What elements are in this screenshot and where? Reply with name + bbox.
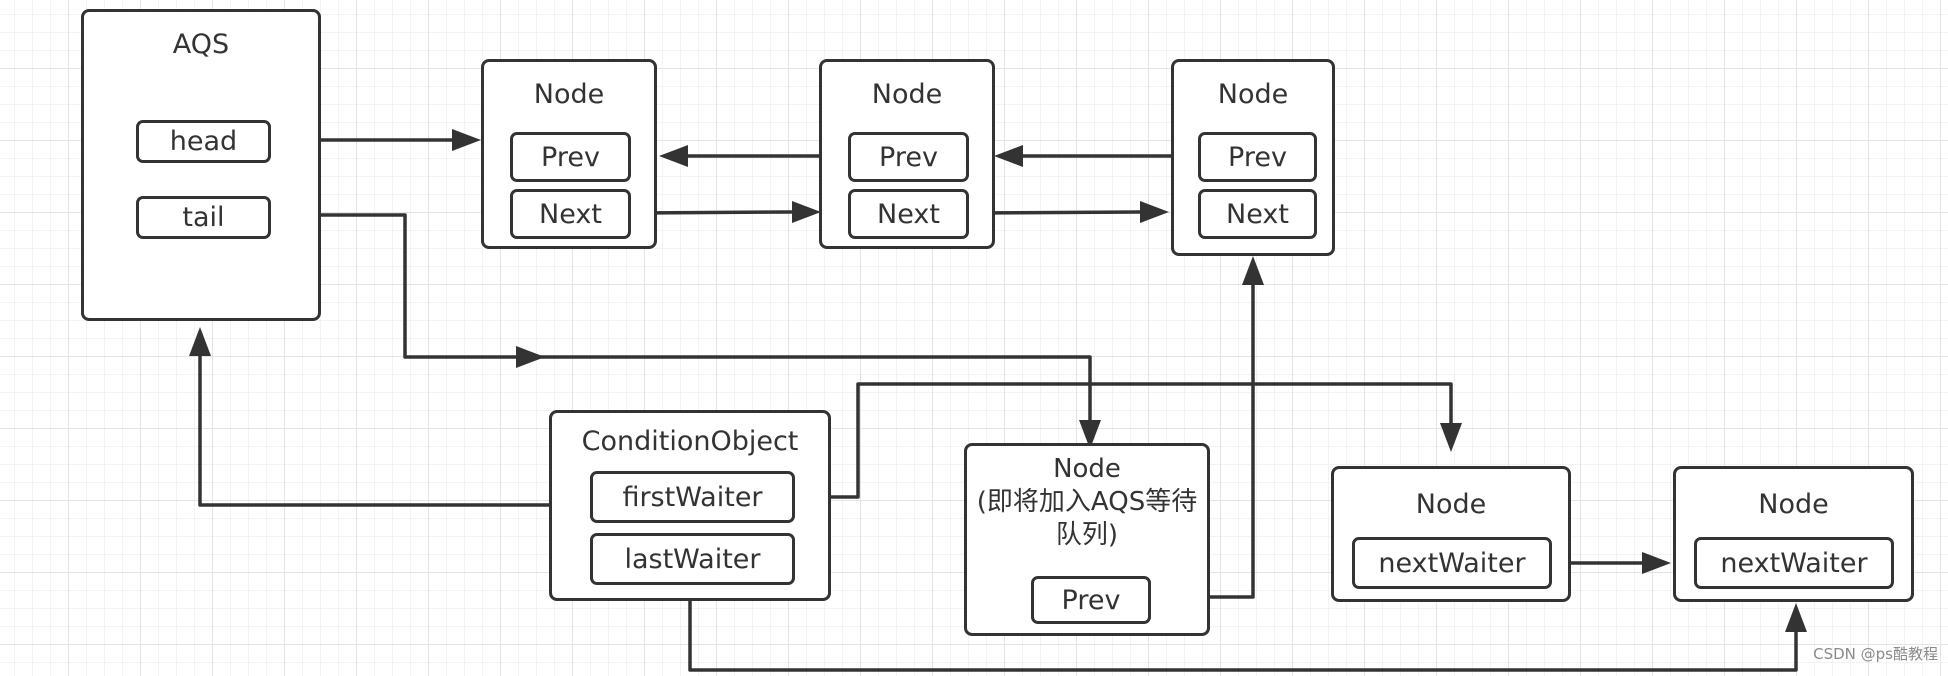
condition-node-2: Node nextWaiter [1673,466,1914,602]
next-waiter-field: nextWaiter [1352,537,1552,589]
next-field: Next [848,189,969,239]
node-title: Node [871,79,943,110]
aqs-head-field: head [136,120,271,163]
sync-node-2: Node Prev Next [819,59,995,249]
pending-node-title-line3: 队列) [1055,520,1119,550]
aqs-title: AQS [172,29,230,60]
prev-field: Prev [848,132,969,182]
prev-field: Prev [1198,132,1317,182]
next-field: Next [510,189,631,239]
aqs-box: AQS head tail [81,9,321,321]
edge-condition-to-aqs [198,356,550,507]
edge-lastwaiter [688,590,1798,672]
node-title: Node [1758,489,1829,520]
prev-field: Prev [1031,576,1151,624]
node-title: Node [1217,79,1289,110]
first-waiter-field: firstWaiter [590,471,795,523]
last-waiter-field: lastWaiter [590,533,795,585]
sync-node-1: Node Prev Next [481,59,657,249]
condition-object-box: ConditionObject firstWaiter lastWaiter [549,410,831,601]
watermark: CSDN @ps酷教程 [1813,645,1938,663]
aqs-tail-field: tail [136,196,271,239]
next-field: Next [1198,189,1317,239]
next-waiter-field: nextWaiter [1694,537,1894,589]
sync-node-3: Node Prev Next [1171,59,1335,256]
node-title: Node [1415,489,1487,520]
pending-node-box: Node (即将加入AQS等待 队列) Prev [964,443,1210,636]
pending-node-title-line1: Node [1053,454,1121,484]
condition-node-1: Node nextWaiter [1331,466,1571,602]
condition-object-title: ConditionObject [581,426,799,457]
node-title: Node [533,79,605,110]
pending-node-title-line2: (即将加入AQS等待 [976,487,1198,517]
prev-field: Prev [510,132,631,182]
